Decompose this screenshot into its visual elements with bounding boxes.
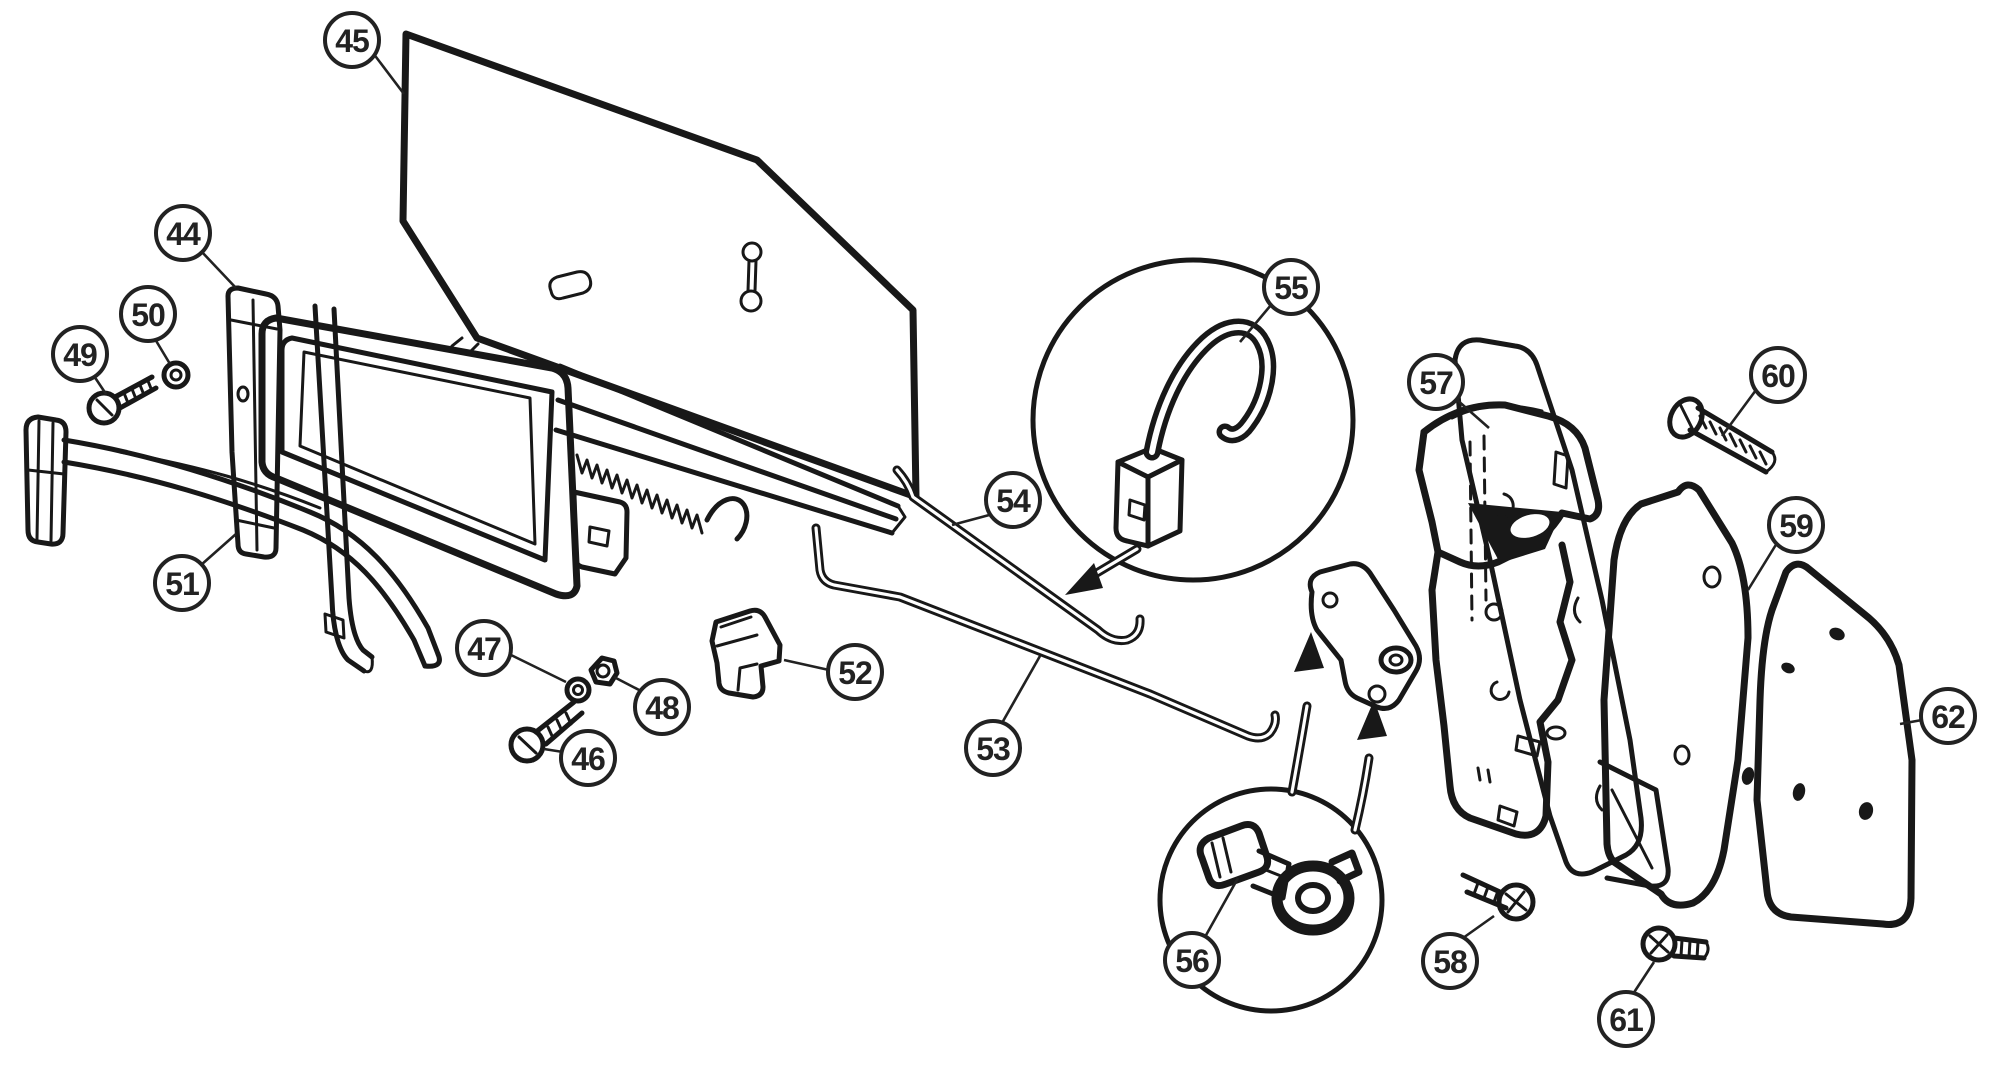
callout-number-48: 48	[645, 690, 679, 726]
callout-circle-45	[323, 11, 381, 69]
part-50-washer	[161, 360, 191, 390]
callout-51: 51	[153, 533, 237, 612]
callout-circle-53	[964, 719, 1022, 777]
callout-circle-62	[1919, 687, 1977, 745]
callout-55: 55	[1239, 258, 1320, 343]
callout-circle-59	[1767, 496, 1825, 554]
callout-number-54: 54	[996, 483, 1031, 519]
tension-spring	[575, 453, 750, 542]
callout-number-51: 51	[165, 566, 199, 602]
part-47-washer	[564, 676, 592, 704]
callout-leader-45	[371, 52, 406, 95]
part-46-screw	[508, 699, 585, 764]
callout-circle-50	[119, 285, 177, 343]
callout-49: 49	[51, 325, 109, 395]
part-44-vent-window-assembly	[225, 285, 907, 674]
callout-leader-57	[1455, 398, 1490, 429]
part-58-screw	[1460, 872, 1536, 922]
callout-number-50: 50	[131, 297, 165, 333]
callout-number-61: 61	[1609, 1002, 1643, 1038]
part-57-door-latch	[1307, 337, 1671, 889]
callout-47: 47	[455, 619, 567, 684]
callout-leader-53	[1000, 655, 1042, 724]
callout-44: 44	[154, 204, 237, 289]
callout-61: 61	[1597, 961, 1656, 1048]
callout-leader-47	[508, 652, 567, 684]
callout-leader-49	[92, 375, 108, 395]
callout-53: 53	[964, 655, 1042, 777]
callout-circle-44	[154, 204, 212, 262]
callout-circle-54	[984, 471, 1042, 529]
part-59-gasket	[1600, 481, 1752, 909]
callout-circle-60	[1749, 346, 1807, 404]
callout-number-46: 46	[571, 741, 605, 777]
callout-leader-44	[200, 250, 237, 289]
callout-57: 57	[1407, 353, 1490, 429]
magnifier-56	[1157, 786, 1385, 1014]
callout-leader-59	[1746, 542, 1779, 591]
part-52-clip	[709, 607, 783, 700]
callout-number-58: 58	[1433, 944, 1467, 980]
callout-number-55: 55	[1274, 270, 1308, 306]
part-51-support-bracket	[23, 414, 442, 669]
callout-number-45: 45	[335, 23, 369, 59]
callout-leader-55	[1239, 304, 1272, 343]
callout-number-53: 53	[976, 731, 1010, 767]
callout-leader-62	[1899, 718, 1923, 726]
magnifier-55	[1030, 257, 1356, 595]
callout-48: 48	[613, 675, 691, 736]
part-62-gasket	[1741, 560, 1916, 928]
callout-circle-61	[1597, 990, 1655, 1048]
callout-circle-49	[51, 325, 109, 383]
part-53-control-rod	[811, 523, 1280, 743]
callout-45: 45	[323, 11, 406, 95]
callout-circle-47	[455, 619, 513, 677]
callout-52: 52	[783, 643, 884, 701]
callout-number-49: 49	[63, 337, 97, 373]
callout-leader-52	[783, 658, 830, 672]
part-54-control-rod	[892, 465, 1145, 645]
callout-leader-61	[1631, 961, 1656, 995]
callout-number-56: 56	[1175, 943, 1209, 979]
callout-60: 60	[1720, 346, 1807, 437]
callout-circle-48	[633, 678, 691, 736]
callout-58: 58	[1421, 914, 1495, 990]
callout-number-62: 62	[1931, 699, 1965, 735]
part-45-door-glass	[399, 30, 920, 501]
callout-circle-55	[1262, 258, 1320, 316]
callout-leader-48	[613, 675, 642, 693]
part-61-screw	[1640, 925, 1710, 963]
callout-62: 62	[1899, 687, 1977, 745]
callout-circle-51	[153, 554, 211, 612]
callout-number-57: 57	[1419, 365, 1453, 401]
assembly-arrows	[1287, 632, 1387, 835]
callout-54: 54	[951, 471, 1042, 529]
part-48-nut	[588, 655, 620, 687]
callout-leader-51	[200, 533, 237, 566]
callout-number-47: 47	[467, 631, 501, 667]
part-60-bolt	[1667, 396, 1777, 475]
callout-number-44: 44	[166, 216, 201, 252]
callout-leader-58	[1462, 914, 1495, 940]
callout-number-60: 60	[1761, 358, 1795, 394]
callout-56: 56	[1163, 877, 1240, 989]
callout-circle-58	[1421, 932, 1479, 990]
callout-circle-56	[1163, 931, 1221, 989]
callout-46: 46	[543, 729, 617, 787]
callout-leader-50	[153, 338, 172, 365]
callout-number-52: 52	[838, 655, 872, 691]
callout-circle-46	[559, 729, 617, 787]
callout-number-59: 59	[1779, 508, 1813, 544]
callout-circle-57	[1407, 353, 1465, 411]
callout-leader-56	[1203, 877, 1240, 938]
callout-50: 50	[119, 285, 177, 365]
callout-leader-60	[1720, 389, 1758, 437]
callout-leader-54	[951, 512, 994, 527]
callout-circle-52	[826, 643, 884, 701]
callout-59: 59	[1746, 496, 1825, 591]
